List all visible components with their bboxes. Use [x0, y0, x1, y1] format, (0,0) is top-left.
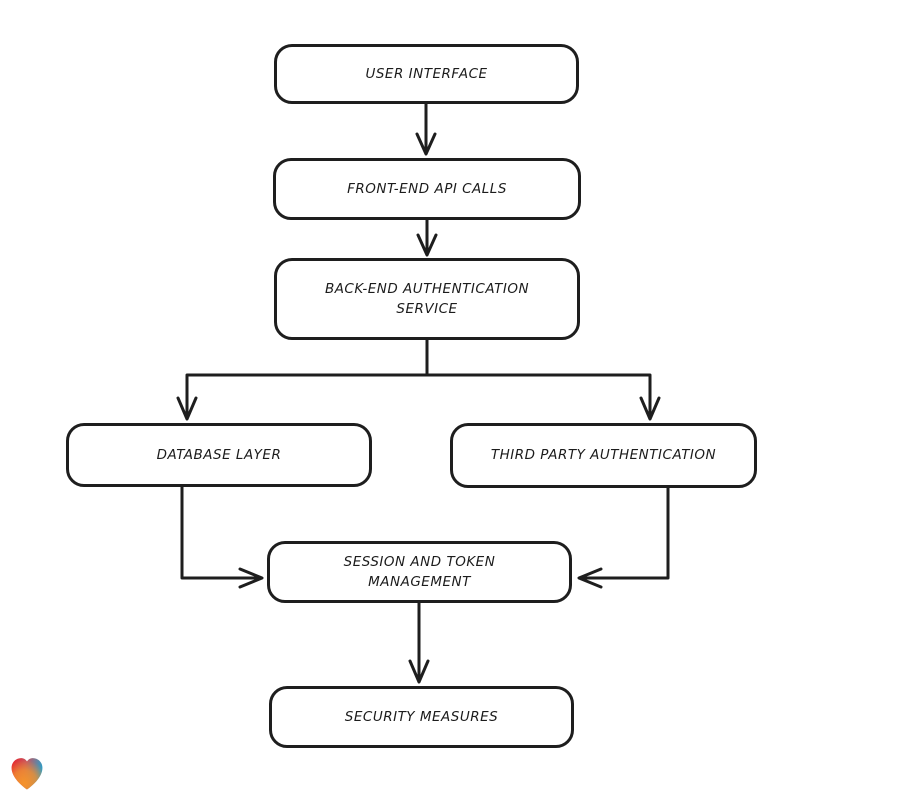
arrowhead-right-icon: [238, 567, 264, 589]
node-security-measures: SECURITY MEASURES: [269, 686, 574, 748]
node-user-interface: USER INTERFACE: [274, 44, 579, 104]
edge-thirdparty-to-session: [579, 486, 670, 580]
node-back-end-authentication-service: BACK-END AUTHENTICATION SERVICE: [274, 258, 580, 340]
node-label: SESSION AND TOKEN MANAGEMENT: [343, 553, 496, 590]
arrowhead-down-icon: [639, 396, 661, 421]
arrowhead-left-icon: [577, 567, 603, 589]
node-front-end-api-calls: FRONT-END API CALLS: [273, 158, 581, 220]
heart-logo[interactable]: [8, 755, 46, 793]
node-label: DATABASE LAYER: [156, 446, 282, 463]
node-label: BACK-END AUTHENTICATION SERVICE: [324, 280, 530, 317]
node-label: SECURITY MEASURES: [344, 708, 499, 725]
node-database-layer: DATABASE LAYER: [66, 423, 372, 487]
edge-database-to-session: [180, 485, 262, 580]
edge-backend-branch: [185, 338, 652, 419]
node-label: FRONT-END API CALLS: [347, 180, 507, 197]
node-third-party-authentication: THIRD PARTY AUTHENTICATION: [450, 423, 757, 488]
node-label: USER INTERFACE: [365, 65, 488, 82]
heart-icon: [11, 758, 43, 790]
node-session-and-token-management: SESSION AND TOKEN MANAGEMENT: [267, 541, 572, 603]
arrowhead-down-icon: [176, 396, 198, 421]
node-label: THIRD PARTY AUTHENTICATION: [490, 447, 717, 464]
arrowhead-down-icon: [416, 233, 438, 257]
arrowhead-down-icon: [408, 659, 430, 684]
arrowhead-down-icon: [415, 132, 437, 156]
